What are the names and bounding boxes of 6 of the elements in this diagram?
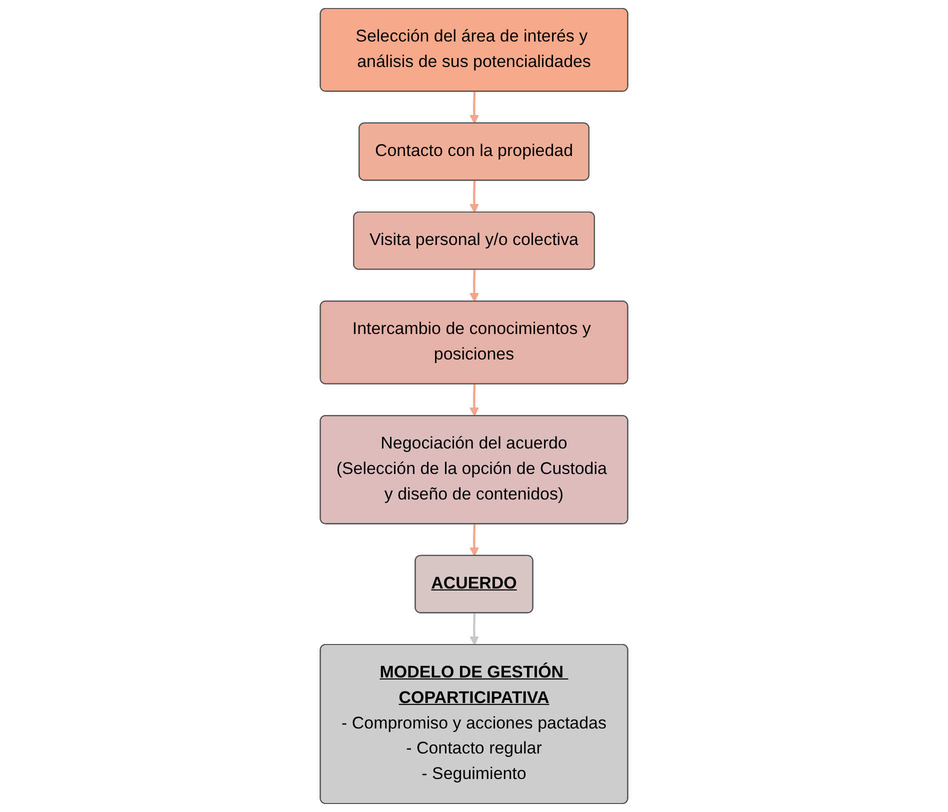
arrow — [470, 270, 479, 302]
arrow — [470, 524, 479, 556]
arrow — [470, 92, 479, 124]
arrow — [470, 613, 479, 646]
arrow — [470, 384, 479, 416]
arrow — [470, 180, 479, 213]
